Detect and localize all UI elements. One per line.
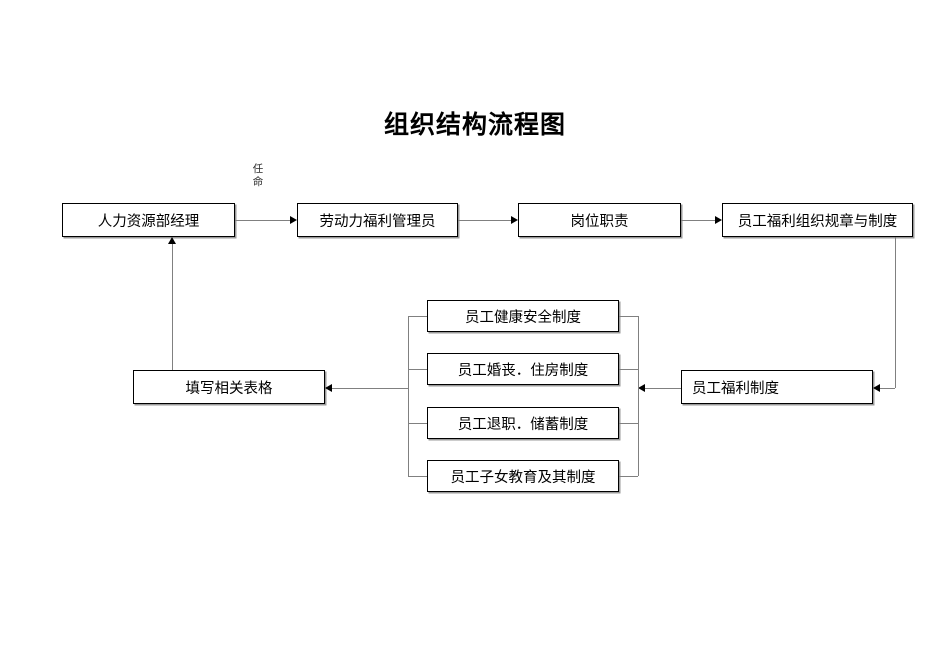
node-marriage-housing[interactable]: 员工婚丧．住房制度 [427, 353, 619, 385]
node-retirement-savings[interactable]: 员工退职．储蓄制度 [427, 407, 619, 439]
node-job-duties-label: 岗位职责 [570, 213, 629, 230]
edge-label-appointment-char-1: 任 [252, 163, 264, 175]
node-welfare-system-label: 员工福利制度 [692, 380, 779, 397]
bracket-left-stub-2 [408, 369, 427, 370]
bracket-right-spine [638, 316, 639, 476]
node-welfare-system[interactable]: 员工福利制度 [681, 370, 873, 404]
node-welfare-org-rules-label: 员工福利组织规章与制度 [737, 213, 898, 230]
connector-hr-to-admin [235, 220, 290, 221]
connector-rules-to-welfare-system [880, 388, 895, 389]
connector-welfare-system-to-bracket [645, 388, 681, 389]
connector-fill-forms-up [172, 244, 173, 370]
edge-label-appointment-char-2: 命 [252, 175, 264, 188]
bracket-left-stub-3 [408, 423, 427, 424]
node-job-duties[interactable]: 岗位职责 [518, 203, 681, 237]
bracket-right-stub-3 [619, 423, 638, 424]
bracket-right-stub-4 [619, 476, 638, 477]
node-labor-welfare-admin-label: 劳动力福利管理员 [319, 213, 436, 230]
bracket-left-stub-4 [408, 476, 427, 477]
arrowhead-welfare-system-to-bracket [638, 383, 645, 392]
bracket-right-stub-2 [619, 369, 638, 370]
connector-admin-to-duties [458, 220, 511, 221]
node-hr-manager-label: 人力资源部经理 [97, 213, 200, 230]
connector-duties-to-rules [681, 220, 715, 221]
arrowhead-fill-forms-to-hr-manager [168, 237, 176, 244]
arrowhead-rules-to-welfare-system [873, 383, 880, 392]
arrowhead-admin-to-duties [511, 215, 518, 224]
node-hr-manager[interactable]: 人力资源部经理 [62, 203, 235, 237]
node-welfare-org-rules[interactable]: 员工福利组织规章与制度 [722, 203, 913, 237]
node-fill-forms[interactable]: 填写相关表格 [133, 370, 325, 404]
arrowhead-duties-to-rules [715, 215, 722, 224]
node-retirement-savings-label: 员工退职．储蓄制度 [457, 416, 589, 433]
node-marriage-housing-label: 员工婚丧．住房制度 [457, 362, 589, 379]
connector-rules-down [895, 237, 896, 388]
edge-label-appointment: 任 命 [251, 163, 265, 188]
node-health-safety-label: 员工健康安全制度 [465, 309, 581, 326]
node-children-education[interactable]: 员工子女教育及其制度 [427, 460, 619, 492]
node-fill-forms-label: 填写相关表格 [185, 380, 273, 397]
bracket-left-spine [408, 316, 409, 476]
bracket-right-stub-1 [619, 316, 638, 317]
connector-bracket-to-fill-forms [332, 388, 408, 389]
node-health-safety[interactable]: 员工健康安全制度 [427, 300, 619, 332]
bracket-left-stub-1 [408, 316, 427, 317]
node-labor-welfare-admin[interactable]: 劳动力福利管理员 [297, 203, 458, 237]
page-title: 组织结构流程图 [383, 110, 566, 139]
arrowhead-bracket-to-fill-forms [325, 383, 332, 392]
node-children-education-label: 员工子女教育及其制度 [450, 469, 596, 486]
arrowhead-hr-to-admin [290, 215, 297, 224]
